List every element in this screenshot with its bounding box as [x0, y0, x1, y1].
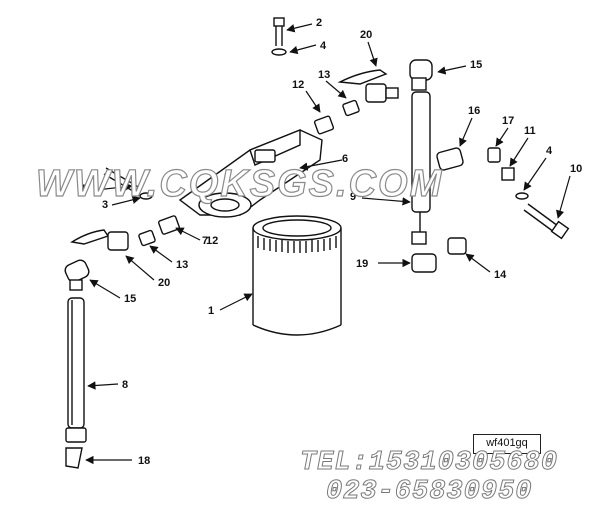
callout-11: 11: [524, 125, 536, 137]
elbow-fitting-part-15-left: [64, 259, 90, 291]
fitting-part-12-left: [158, 215, 180, 235]
shutoff-valve-part-20-left: [70, 229, 129, 251]
callout-18: 18: [138, 455, 150, 467]
washer-part-4: [271, 48, 287, 56]
callout-20-left: 20: [158, 277, 170, 289]
callout-15: 15: [470, 59, 482, 71]
filter-head-housing: [178, 128, 323, 218]
callout-13-left: 13: [176, 259, 188, 271]
callout-5: 5: [82, 183, 88, 195]
callout-1: 1: [208, 305, 214, 317]
nut-part-11: [501, 167, 515, 181]
callout-3: 3: [102, 199, 108, 211]
callout-7: 7: [202, 235, 208, 247]
fuel-tube-right: [411, 91, 431, 245]
elbow-fitting-part-15-top: [409, 59, 433, 91]
capscrew-part-10: [523, 203, 570, 240]
fitting-part-13-top: [342, 99, 360, 117]
spacer-part-17: [487, 147, 501, 163]
fuel-filter-part-1: [252, 215, 342, 336]
callout-15-left: 15: [124, 293, 136, 305]
callout-6: 6: [342, 153, 348, 165]
fuel-hose-part-8: [65, 297, 87, 443]
callout-12-left: 12: [206, 235, 218, 247]
callout-20: 20: [360, 29, 372, 41]
watermark-phone2: 023-65830950: [325, 477, 533, 508]
callout-16: 16: [468, 105, 480, 117]
callout-4: 4: [320, 40, 327, 52]
watermark-tel: TEL:15310305680: [299, 448, 559, 479]
callout-19: 19: [356, 258, 368, 270]
fitting-part-13-left: [138, 229, 156, 247]
callout-17: 17: [502, 115, 514, 127]
fitting-part-12-top: [313, 115, 335, 135]
bolt-part-2: [273, 17, 285, 46]
shutoff-valve-part-20-top: [337, 69, 399, 103]
callout-8: 8: [122, 379, 128, 391]
callout-4-right: 4: [546, 145, 553, 157]
callout-9: 9: [350, 191, 356, 203]
drawing-code-label: wf401gq: [473, 434, 541, 454]
elbow-fitting-part-18: [65, 447, 83, 469]
watermark-site: WWW.CQKSGS.COM: [36, 163, 443, 205]
bracket-part-16: [436, 147, 464, 171]
callout-10: 10: [570, 163, 582, 175]
callout-13: 13: [318, 69, 330, 81]
plug-part-14: [447, 237, 467, 255]
elbow-fitting-part-19: [411, 253, 437, 273]
callout-14: 14: [494, 269, 507, 281]
callout-2: 2: [316, 17, 322, 29]
callout-12: 12: [292, 79, 304, 91]
washer-part-4-right: [515, 192, 529, 200]
